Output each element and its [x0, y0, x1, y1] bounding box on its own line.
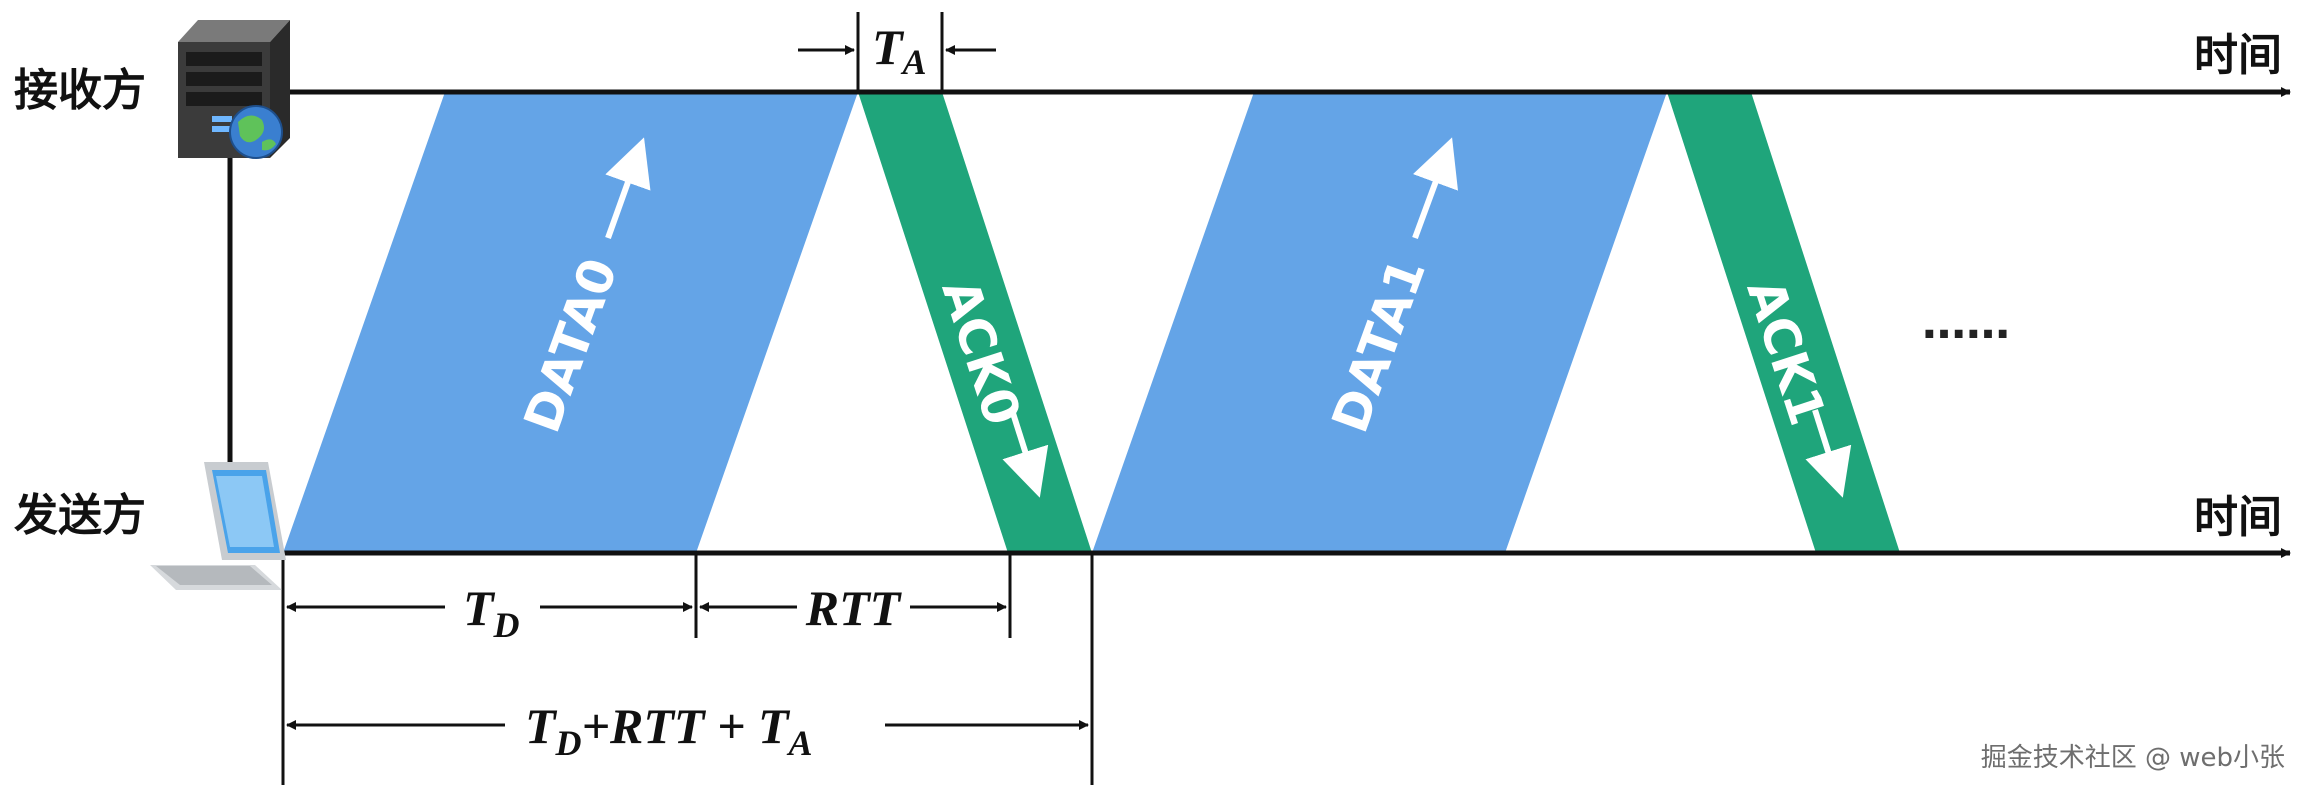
- ack0-packet: [858, 92, 1092, 553]
- time-label-bottom: 时间: [2194, 492, 2282, 543]
- laptop-icon: [150, 462, 286, 590]
- data1-packet: [1092, 92, 1667, 553]
- total-label: TD+RTT + TA: [525, 698, 813, 763]
- sender-label: 发送方: [14, 490, 146, 541]
- data0-packet: [283, 92, 858, 553]
- td-label: TD: [463, 580, 520, 645]
- ellipsis: ……: [1922, 298, 2010, 349]
- rtt-label: RTT: [805, 580, 903, 636]
- ta-label: TA: [872, 19, 927, 82]
- ack1-packet: [1667, 92, 1900, 553]
- data0-direction-arrow: [605, 137, 651, 240]
- server-icon: [178, 20, 290, 159]
- watermark: 掘金技术社区 @ web小张: [1981, 743, 2285, 773]
- time-label-top: 时间: [2194, 30, 2282, 81]
- receiver-label: 接收方: [14, 65, 146, 116]
- ack1-direction-arrow: [1805, 409, 1852, 498]
- ack0-direction-arrow: [1002, 409, 1049, 498]
- data1-direction-arrow: [1412, 137, 1459, 240]
